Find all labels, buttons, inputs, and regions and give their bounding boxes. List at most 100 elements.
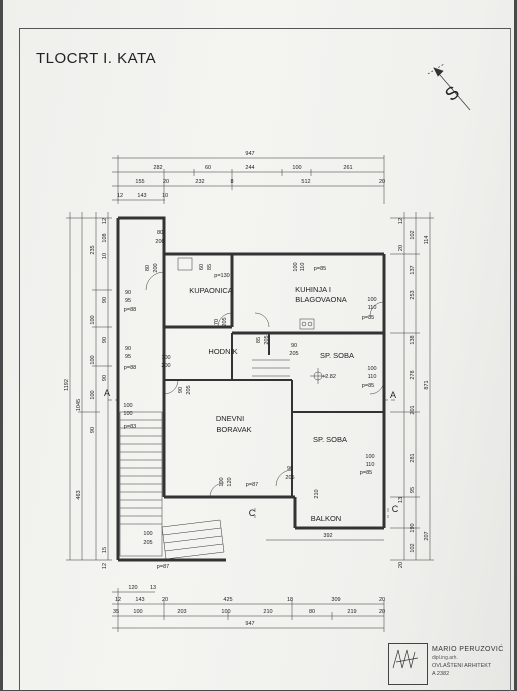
svg-text:20: 20 <box>379 609 385 615</box>
svg-text:p=130: p=130 <box>214 273 229 279</box>
svg-text:110: 110 <box>300 263 306 272</box>
svg-text:201: 201 <box>410 405 416 414</box>
svg-text:70: 70 <box>214 319 220 325</box>
architect-stamp: MARIO PERUZOVIĆ dipl.ing.arh. OVLAŠTENI … <box>388 643 513 690</box>
section-mark-c-left: C <box>249 508 256 518</box>
room-boravak: BORAVAK <box>216 425 251 434</box>
svg-text:425: 425 <box>223 597 232 603</box>
svg-text:p=85: p=85 <box>314 266 326 272</box>
svg-text:10: 10 <box>102 253 108 259</box>
svg-text:137: 137 <box>410 265 416 274</box>
svg-text:203: 203 <box>177 609 186 615</box>
svg-text:102: 102 <box>410 230 416 239</box>
svg-text:1045: 1045 <box>76 399 82 411</box>
svg-text:278: 278 <box>410 370 416 379</box>
top-dimension-lines <box>112 155 385 204</box>
svg-text:100: 100 <box>123 403 132 409</box>
svg-text:120: 120 <box>227 477 233 486</box>
svg-text:100: 100 <box>90 315 96 324</box>
svg-text:282: 282 <box>153 165 162 171</box>
sheet-border <box>19 28 511 691</box>
svg-text:219: 219 <box>347 609 356 615</box>
left-dimension-lines <box>66 212 112 561</box>
svg-text:261: 261 <box>343 165 352 171</box>
svg-text:207: 207 <box>424 531 430 540</box>
svg-text:20: 20 <box>379 179 385 185</box>
svg-text:20: 20 <box>163 179 169 185</box>
signature <box>392 649 419 669</box>
room-kuhinja-2: BLAGOVAONA <box>295 295 347 304</box>
svg-text:90: 90 <box>178 387 184 393</box>
svg-text:512: 512 <box>301 179 310 185</box>
opening-labels: 80 200 80 200 60 85 p=130 100 110 p=85 9… <box>123 230 376 570</box>
drawing-title: TLOCRT I. KATA <box>36 50 157 67</box>
svg-text:20: 20 <box>379 597 385 603</box>
svg-text:85: 85 <box>207 264 213 270</box>
svg-text:190: 190 <box>410 523 416 532</box>
svg-text:80: 80 <box>157 230 163 236</box>
svg-text:110: 110 <box>368 374 377 380</box>
svg-text:205: 205 <box>285 475 294 481</box>
svg-text:143: 143 <box>137 193 146 199</box>
svg-text:20: 20 <box>398 562 404 568</box>
room-labels: KUPAONICA KUHINJA I BLAGOVAONA HODNIK SP… <box>189 285 354 523</box>
svg-text:1192: 1192 <box>64 379 70 391</box>
fixtures <box>177 257 326 384</box>
svg-text:12: 12 <box>117 193 123 199</box>
svg-text:35: 35 <box>113 609 119 615</box>
room-sp-soba-2: SP. SOBA <box>313 435 347 444</box>
svg-text:100: 100 <box>367 366 376 372</box>
svg-text:205: 205 <box>264 335 270 344</box>
svg-text:463: 463 <box>76 490 82 499</box>
svg-text:90: 90 <box>125 290 131 296</box>
svg-text:155: 155 <box>135 179 144 185</box>
svg-text:100: 100 <box>123 411 132 417</box>
svg-text:90: 90 <box>102 297 108 303</box>
svg-text:p=83: p=83 <box>124 424 136 430</box>
svg-text:200: 200 <box>161 363 170 369</box>
svg-text:244: 244 <box>245 165 254 171</box>
svg-text:100: 100 <box>161 355 170 361</box>
svg-text:253: 253 <box>410 290 416 299</box>
svg-text:90: 90 <box>102 375 108 381</box>
svg-text:p=85: p=85 <box>362 383 374 389</box>
drawing-sheet: TLOCRT I. KATA <box>3 0 514 691</box>
svg-text:871: 871 <box>424 380 430 389</box>
svg-text:100: 100 <box>90 390 96 399</box>
architect-degree: dipl.ing.arh. <box>432 655 458 661</box>
svg-text:85: 85 <box>256 337 262 343</box>
svg-text:p=85: p=85 <box>360 470 372 476</box>
svg-text:p=88: p=88 <box>124 365 136 371</box>
svg-text:p=87: p=87 <box>157 564 169 570</box>
svg-text:15: 15 <box>102 547 108 553</box>
svg-text:95: 95 <box>125 354 131 360</box>
svg-text:947: 947 <box>245 621 254 627</box>
svg-text:60: 60 <box>205 165 211 171</box>
door-swings <box>145 271 385 498</box>
svg-text:18: 18 <box>287 597 293 603</box>
svg-text:100: 100 <box>143 531 152 537</box>
room-kupaonica: KUPAONICA <box>189 286 233 295</box>
section-lines <box>108 399 396 518</box>
svg-text:12: 12 <box>102 563 108 569</box>
room-kuhinja-1: KUHINJA I <box>295 285 331 294</box>
svg-text:120: 120 <box>128 585 137 591</box>
svg-text:100: 100 <box>90 355 96 364</box>
svg-text:110: 110 <box>368 305 377 311</box>
balcony-dimension: 392 <box>323 533 332 539</box>
svg-text:90: 90 <box>291 343 297 349</box>
svg-text:947: 947 <box>245 151 254 157</box>
svg-text:200: 200 <box>153 263 159 272</box>
north-arrow-icon <box>427 63 471 111</box>
svg-text:114: 114 <box>424 236 430 245</box>
svg-text:309: 309 <box>331 597 340 603</box>
room-sp-soba-1: SP. SOBA <box>320 351 354 360</box>
architect-number: A 2382 <box>432 671 450 677</box>
svg-text:100: 100 <box>133 609 142 615</box>
signature-box <box>388 643 428 685</box>
svg-text:110: 110 <box>366 462 375 468</box>
svg-text:100: 100 <box>293 262 299 271</box>
architect-name: MARIO PERUZOVIĆ <box>432 646 504 653</box>
svg-text:205: 205 <box>186 385 192 394</box>
room-balkon: BALKON <box>311 514 341 523</box>
